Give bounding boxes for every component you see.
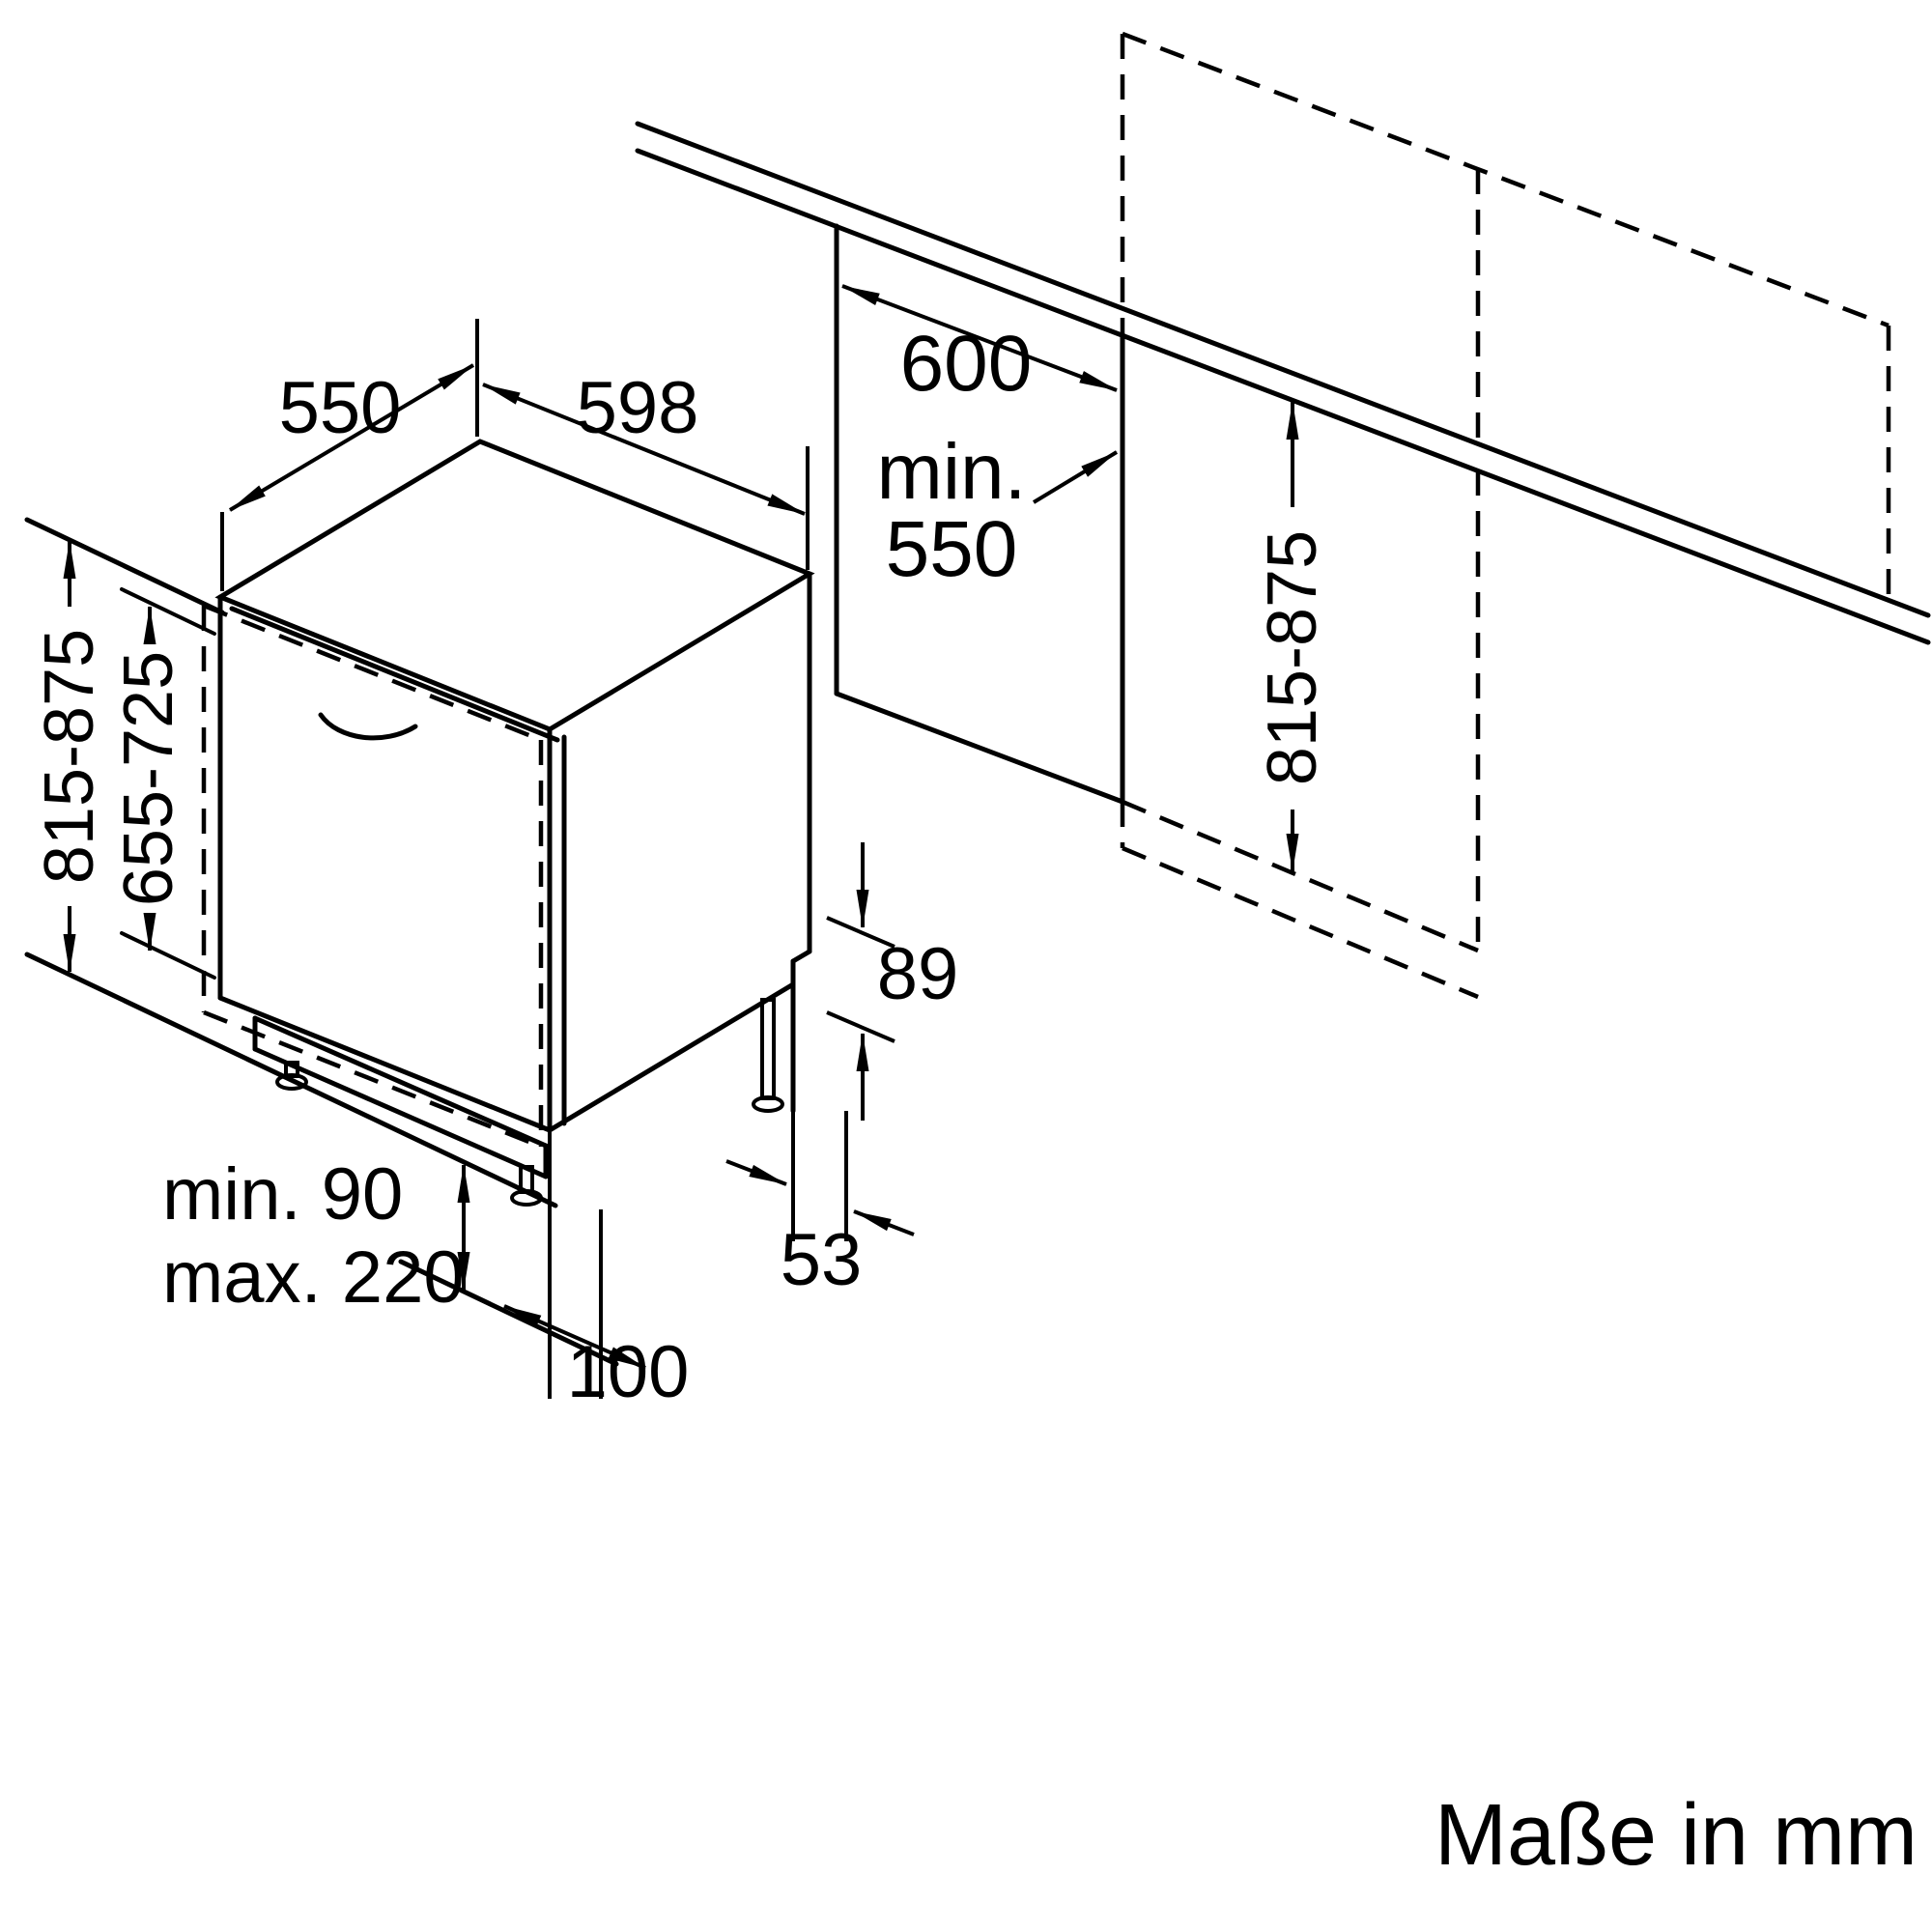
foot-stem xyxy=(760,998,776,1100)
niche-plinth-edge xyxy=(1122,845,1479,1000)
dim-label-plinth-min: min. 90 xyxy=(162,1153,403,1236)
appliance-top-face xyxy=(214,439,815,732)
dim-arrow-width xyxy=(482,383,806,516)
base-top-edge xyxy=(252,1015,549,1149)
dim-label-foot-inset: 100 xyxy=(567,1331,690,1413)
cabinet-top-edge xyxy=(1122,31,1889,328)
dim-label-niche-depth-value: 550 xyxy=(886,505,1018,593)
rear-recess-step xyxy=(790,949,812,964)
dim-arrow-recess-depth-left xyxy=(725,1159,787,1186)
niche-drawing xyxy=(635,31,1931,1000)
dimension-annotations: 550 598 815-875 655-725 min. 90 max. 220… xyxy=(31,284,1331,1413)
door-top-edge xyxy=(229,606,560,743)
dim-label-niche-height: 815-875 xyxy=(1254,530,1331,785)
worktop-bottom-edge xyxy=(635,148,1931,645)
side-bottom-edge xyxy=(547,981,796,1133)
dim-label-niche-width: 600 xyxy=(900,320,1033,408)
niche-hidden-lines xyxy=(1120,31,1891,1000)
dim-arrow-niche-width xyxy=(841,284,1118,392)
dim-label-width-598: 598 xyxy=(577,367,699,449)
niche-side-panel-bottom xyxy=(834,691,1125,805)
door-handle xyxy=(318,712,418,741)
worktop-top-edge xyxy=(635,121,1931,618)
ext-line xyxy=(826,916,895,949)
dim-label-appliance-height: 815-875 xyxy=(31,629,108,884)
floor-line xyxy=(24,952,558,1208)
dishwasher-drawing xyxy=(201,439,815,1207)
dim-arrow-depth xyxy=(228,363,475,512)
foot-pad xyxy=(752,1095,784,1113)
door-bottom-edge xyxy=(217,995,553,1133)
dim-arrow-recess-depth-right xyxy=(853,1209,915,1236)
base-bottom-edge xyxy=(252,1046,549,1179)
door-top-ref xyxy=(120,587,216,636)
door-bottom-ref xyxy=(120,931,216,980)
dim-arrow-foot-inset xyxy=(503,1304,646,1370)
door-panel-outline xyxy=(201,603,544,1150)
dim-label-recess-height: 89 xyxy=(877,933,959,1015)
ext-line xyxy=(826,1010,895,1043)
dim-label-door-height: 655-725 xyxy=(110,651,187,906)
niche-floor-edge xyxy=(1122,799,1479,953)
dim-arrow-niche-depth xyxy=(1032,450,1119,504)
dim-label-plinth-max: max. 220 xyxy=(162,1236,465,1319)
dim-label-niche-depth-prefix: min. xyxy=(877,428,1027,516)
dim-label-recess-depth: 53 xyxy=(781,1219,863,1301)
panel-bottom-edge xyxy=(203,1009,542,1150)
foot-pad xyxy=(275,1073,308,1091)
units-note: Maße in mm xyxy=(1435,1787,1918,1884)
panel-top-edge xyxy=(203,603,542,743)
dim-label-depth-550: 550 xyxy=(279,367,402,449)
worktop-underside-ref xyxy=(24,517,225,615)
